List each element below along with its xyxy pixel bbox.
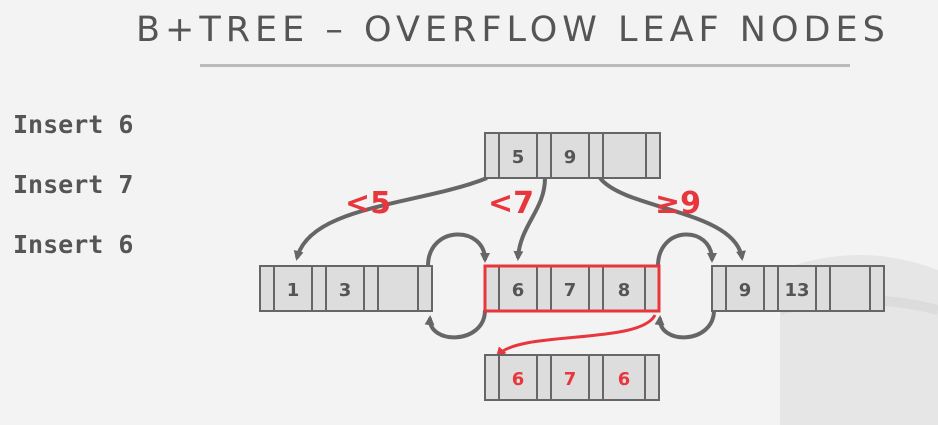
leaf-mid-key-1: 6 xyxy=(512,280,525,301)
edge-lt7-arrow xyxy=(513,177,547,261)
leaf-node-left: 1 3 xyxy=(259,265,433,312)
operation-item: Insert 7 xyxy=(13,170,134,199)
leaf-node-right: 9 13 xyxy=(711,265,885,312)
leaf-left-key-2: 3 xyxy=(339,280,352,301)
overflow-leaf-node: 6 7 6 xyxy=(484,354,660,401)
sibling-mid-to-right-arrow xyxy=(656,232,717,267)
leaf-left-key-1: 1 xyxy=(287,280,300,301)
root-key-2: 9 xyxy=(564,147,577,168)
edge-label-lt5: <5 xyxy=(345,186,391,221)
leaf-right-key-2: 13 xyxy=(784,280,809,301)
root-node: 5 9 xyxy=(484,132,661,179)
edge-label-lt7: <7 xyxy=(488,186,534,221)
operation-item: Insert 6 xyxy=(13,110,134,139)
leaf-right-key-1: 9 xyxy=(739,280,752,301)
sibling-mid-to-left-arrow xyxy=(424,309,487,340)
root-key-1: 5 xyxy=(512,147,525,168)
sibling-right-to-mid-arrow xyxy=(654,309,716,340)
overflow-key-1: 6 xyxy=(512,369,525,390)
operation-item: Insert 6 xyxy=(13,230,134,259)
leaf-mid-key-3: 8 xyxy=(618,280,631,301)
overflow-key-2: 7 xyxy=(564,369,577,390)
leaf-mid-key-2: 7 xyxy=(564,280,577,301)
overflow-pointer-arrow xyxy=(496,314,657,358)
overflow-key-3: 6 xyxy=(618,369,631,390)
operations-list: Insert 6 Insert 7 Insert 6 xyxy=(13,110,133,290)
edge-ge9-arrow xyxy=(598,176,746,261)
edge-lt5-arrow xyxy=(293,176,488,261)
edge-label-ge9: ≥9 xyxy=(655,186,701,221)
page-title: B+TREE – OVERFLOW LEAF NODES xyxy=(136,10,890,50)
sibling-left-to-mid-arrow xyxy=(426,232,490,267)
leaf-node-middle: 6 7 8 xyxy=(483,264,661,313)
title-underline xyxy=(200,64,850,67)
